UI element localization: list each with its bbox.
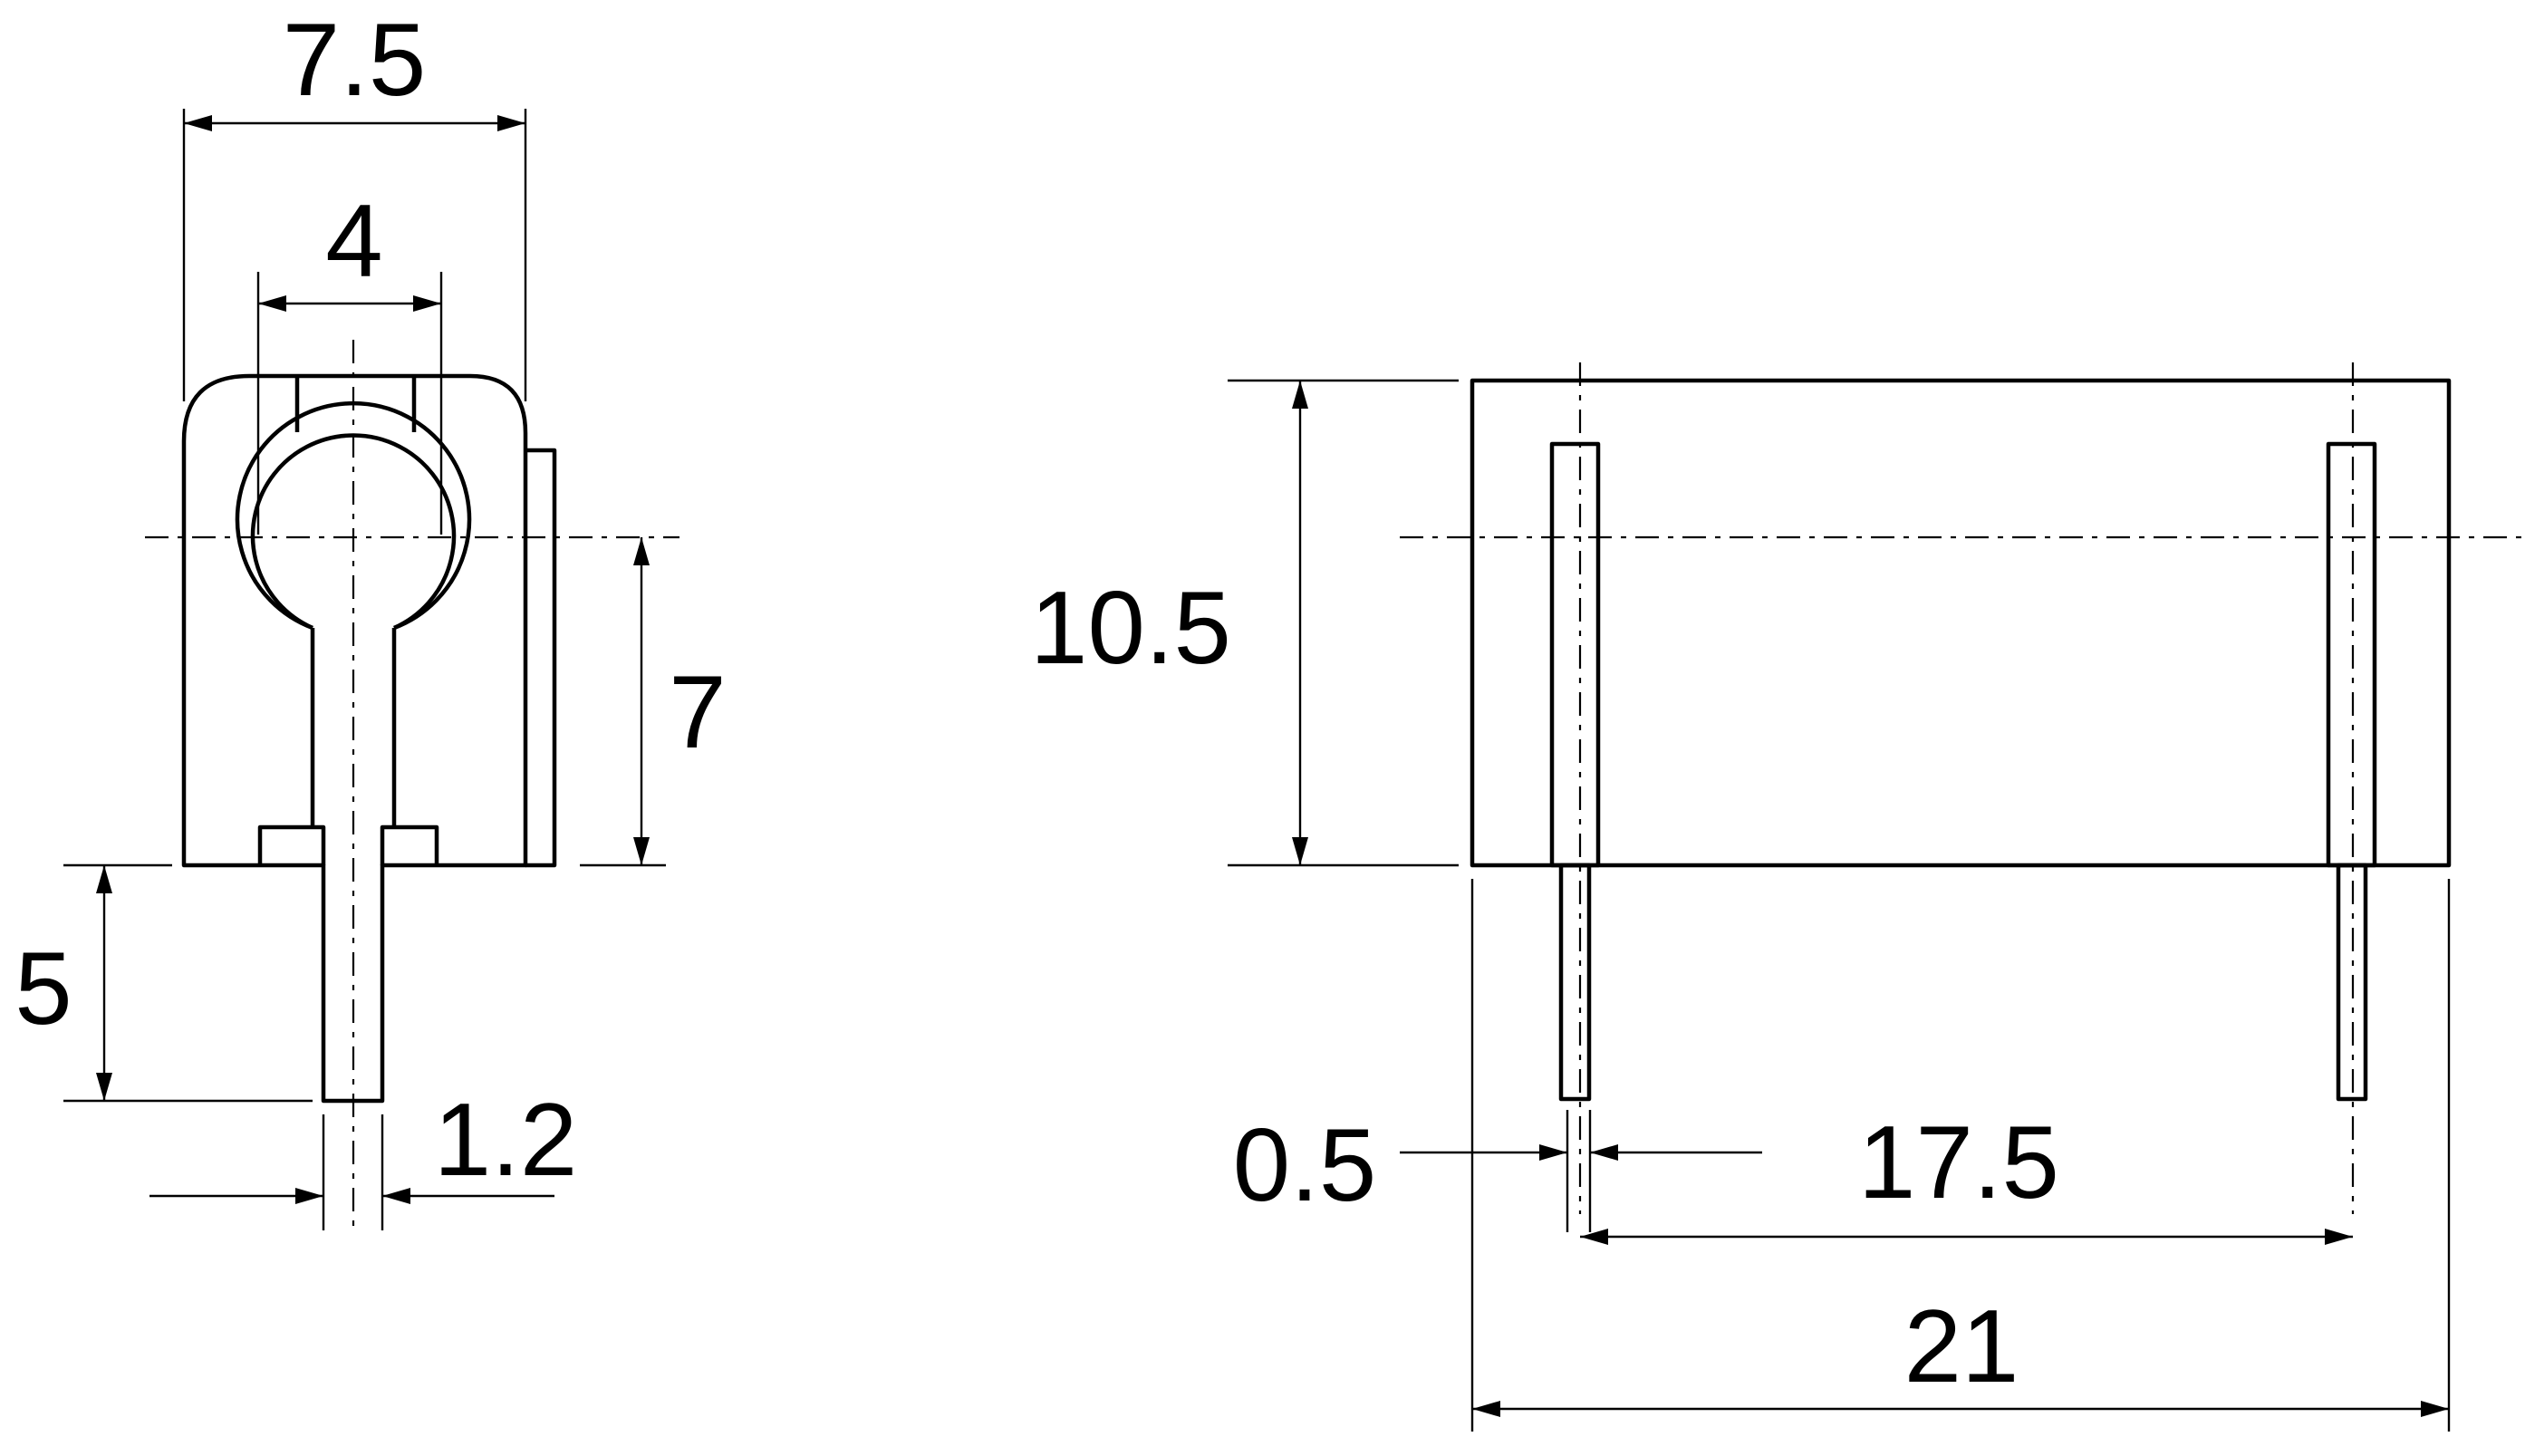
dimension-label-pin-width: 1.2 xyxy=(434,1083,577,1198)
dimension-pin-length: 5 xyxy=(14,863,313,1103)
front-view-body-outline xyxy=(181,373,528,1104)
dimension-label-overall-width: 7.5 xyxy=(283,3,426,118)
dimension-pin-thickness: 0.5 xyxy=(1233,1108,1762,1232)
dimension-body-length: 21 xyxy=(1472,1289,2449,1417)
side-view: 10.5 0.5 17.5 21 xyxy=(1030,362,2525,1432)
front-view-side-tab xyxy=(525,448,557,868)
front-view-shoulders xyxy=(257,824,439,865)
dimension-label-pin-length: 5 xyxy=(14,931,72,1046)
dimension-body-height: 10.5 xyxy=(1030,379,1459,867)
dimension-overall-width: 7.5 xyxy=(182,3,527,401)
dimension-height-to-center: 7 xyxy=(580,537,727,867)
dimension-pin-width: 1.2 xyxy=(149,1083,577,1230)
dimension-label-body-height: 10.5 xyxy=(1030,571,1231,686)
side-view-body xyxy=(1470,378,2452,868)
dimension-label-height-to-center: 7 xyxy=(669,655,726,770)
dimension-inner-width: 4 xyxy=(256,184,443,535)
dimension-pin-spacing: 17.5 xyxy=(1580,1105,2353,1245)
dimension-label-pin-thickness: 0.5 xyxy=(1233,1108,1376,1223)
dimension-label-inner-width: 4 xyxy=(325,184,382,299)
dimension-label-body-length: 21 xyxy=(1904,1289,2019,1404)
side-view-pin-right-lead xyxy=(2336,863,2368,1102)
dimension-label-pin-spacing: 17.5 xyxy=(1858,1105,2059,1220)
front-view: 7.5 4 7 5 xyxy=(14,3,727,1230)
side-view-pin-right xyxy=(2326,441,2377,868)
side-view-pin-left-lead xyxy=(1558,863,1592,1102)
side-view-pin-left xyxy=(1549,441,1601,868)
